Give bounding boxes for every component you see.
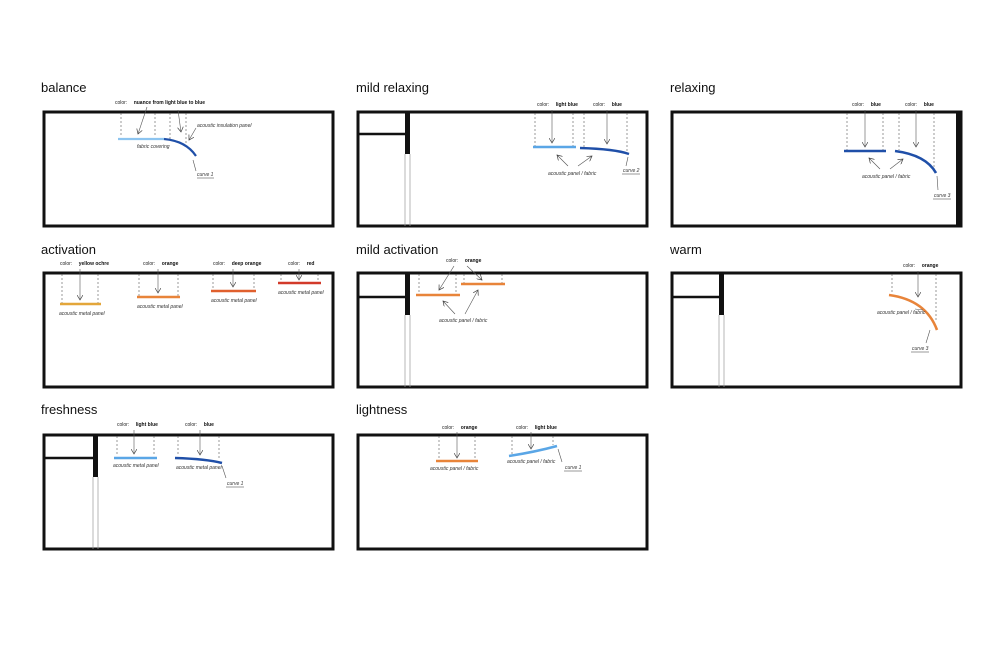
panel-title: relaxing	[670, 80, 716, 95]
color-label-1: color: blue	[852, 93, 881, 110]
panel-label-2: acoustic metal panel	[176, 465, 222, 471]
pointer-arrow	[439, 265, 455, 290]
panel-curve-blue	[894, 149, 938, 174]
pointer-arrow	[869, 158, 881, 170]
pointer-arrow	[466, 265, 482, 280]
room-section	[356, 271, 649, 389]
curve-label: curve 2	[623, 168, 640, 174]
pointer-arrow	[189, 127, 197, 140]
room-section	[42, 271, 335, 389]
fabric-label: fabric covering	[137, 144, 170, 150]
color-label-1: color: light blue	[117, 413, 158, 430]
panel-label-2: acoustic metal panel	[137, 304, 183, 310]
panel-curve-light-blue	[508, 444, 558, 458]
curve-label: curve 1	[227, 481, 244, 487]
panel-title: warm	[669, 242, 702, 257]
label-leader	[914, 308, 924, 311]
room-section	[42, 433, 335, 551]
panel-activation: activation color: yellow ochre color: or…	[41, 242, 335, 389]
panel-label-3: acoustic metal panel	[211, 298, 257, 304]
panel-curve-blue	[579, 146, 630, 156]
panel-curve-blue	[163, 137, 197, 157]
curve-label: curve 3	[934, 193, 951, 199]
panel-title: lightness	[356, 402, 408, 417]
hanger-lines	[61, 274, 319, 303]
room-section	[670, 271, 963, 389]
panel-title: balance	[41, 80, 87, 95]
color-label-3: color: deep orange	[213, 252, 262, 269]
color-label-1: color: yellow ochre	[60, 252, 109, 269]
end-wall	[956, 112, 962, 226]
pointer-arrow	[443, 301, 456, 315]
hanger-lines	[534, 113, 628, 152]
panel-label-1: acoustic metal panel	[59, 311, 105, 317]
panel-label: acoustic panel / fabric	[548, 171, 597, 177]
color-label-2: color: light blue	[516, 416, 557, 433]
curve-leader	[925, 329, 931, 344]
color-label-2: color: orange	[143, 252, 179, 269]
panel-label-2: acoustic panel / fabric	[507, 459, 556, 465]
panel-title: mild activation	[356, 242, 438, 257]
color-label-1: color: orange	[442, 416, 478, 433]
room-section	[356, 433, 649, 551]
color-label: color: nuance from light blue to blue	[115, 91, 205, 108]
panel-lightness: lightness color: orange color: light blu…	[356, 402, 649, 551]
color-label-2: color: blue	[593, 93, 622, 110]
room-section	[42, 110, 335, 228]
curve-label: curve 3	[912, 346, 929, 352]
curve-leader	[936, 175, 939, 191]
mezzanine-wall	[405, 273, 410, 315]
curve-leader	[221, 465, 227, 479]
mezzanine-wall	[405, 112, 410, 154]
mezzanine-wall	[719, 273, 724, 315]
room-section	[670, 110, 963, 228]
color-label-2: color: blue	[905, 93, 934, 110]
curve-leader	[192, 159, 197, 172]
pointer-arrow	[138, 106, 148, 134]
panel-warm: warm color: orange acoustic panel / fabr…	[669, 242, 963, 389]
color-label: color: orange	[903, 254, 939, 271]
pointer-arrow	[178, 109, 181, 132]
hanger-lines	[891, 274, 937, 322]
panel-relaxing: relaxing color: blue color: blue acousti…	[670, 80, 963, 228]
hanger-lines	[116, 436, 220, 460]
curve-leader	[625, 156, 629, 167]
panel-mild-relaxing: mild relaxing color: light blue color: b…	[356, 80, 649, 228]
color-label-2: color: blue	[185, 413, 214, 430]
acoustic-label: acoustic insulation panel	[197, 123, 252, 129]
panel-label: acoustic panel / fabric	[877, 310, 926, 316]
hanger-lines	[418, 274, 503, 294]
pointer-arrow	[577, 156, 592, 167]
curve-label: curve 1	[197, 172, 214, 178]
room-section	[356, 110, 649, 228]
panel-curve-orange	[888, 293, 939, 331]
panel-curve-blue	[174, 456, 223, 465]
hanger-lines	[846, 113, 935, 168]
hanger-lines	[438, 436, 554, 460]
panel-balance: balance color: nuance from light blue to…	[41, 80, 335, 228]
panel-label: acoustic panel / fabric	[862, 174, 911, 180]
panel-label-1: acoustic panel / fabric	[430, 466, 479, 472]
pointer-arrow	[557, 155, 569, 167]
color-label-4: color: red	[288, 252, 314, 269]
panel-freshness: freshness color: light blue color: blue …	[41, 402, 335, 551]
curve-leader	[557, 448, 563, 463]
hanger-lines	[120, 113, 187, 145]
color-label: color: orange	[446, 249, 482, 266]
panel-label-4: acoustic metal panel	[278, 290, 324, 296]
panel-label: acoustic panel / fabric	[439, 318, 488, 324]
curve-label: curve 1	[565, 465, 582, 471]
panel-title: activation	[41, 242, 96, 257]
mezzanine-wall	[93, 435, 98, 477]
panel-title: freshness	[41, 402, 98, 417]
color-label-1: color: light blue	[537, 93, 578, 110]
pointer-arrow	[464, 290, 478, 315]
panel-mild-activation: mild activation color: orange acoustic p…	[356, 242, 649, 389]
pointer-arrow	[889, 159, 903, 170]
panel-title: mild relaxing	[356, 80, 429, 95]
panel-label-1: acoustic metal panel	[113, 463, 159, 469]
